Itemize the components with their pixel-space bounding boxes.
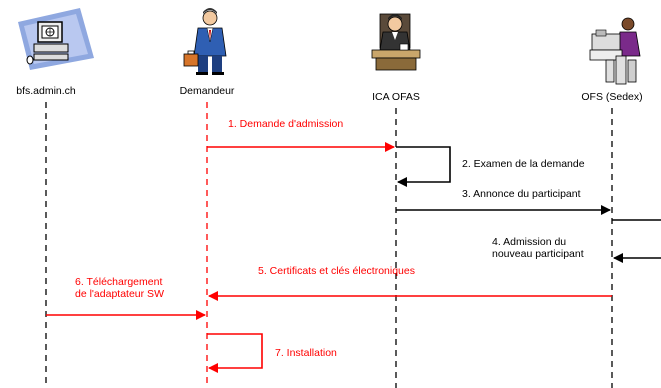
office-worker-icon xyxy=(371,13,421,71)
message-7-arrow xyxy=(207,333,263,373)
message-3-label: 3. Annonce du participant xyxy=(462,188,581,200)
message-2-label: 2. Examen de la demande xyxy=(462,158,585,170)
server-admin-icon xyxy=(589,17,641,85)
message-6-label-line-1: 6. Téléchargement xyxy=(75,276,162,288)
message-4-label-line-1: 4. Admission du xyxy=(492,236,566,248)
actor-label-bfs: bfs.admin.ch xyxy=(16,85,76,97)
actor-label-ica-ofas: ICA OFAS xyxy=(372,91,420,103)
message-4-arrow xyxy=(612,219,661,258)
message-4-label-line-2: nouveau participant xyxy=(492,248,584,260)
actor-label-demandeur: Demandeur xyxy=(180,85,235,97)
actor-label-ofs-sedex: OFS (Sedex) xyxy=(581,91,642,103)
message-2-arrow xyxy=(396,146,451,187)
businessman-icon xyxy=(183,8,227,75)
message-7-label: 7. Installation xyxy=(275,347,337,359)
computer-icon xyxy=(18,8,94,70)
message-5-label: 5. Certificats et clés électroniques xyxy=(258,265,415,277)
message-1-label: 1. Demande d'admission xyxy=(228,118,343,130)
message-6-label-line-2: de l'adaptateur SW xyxy=(75,288,164,300)
